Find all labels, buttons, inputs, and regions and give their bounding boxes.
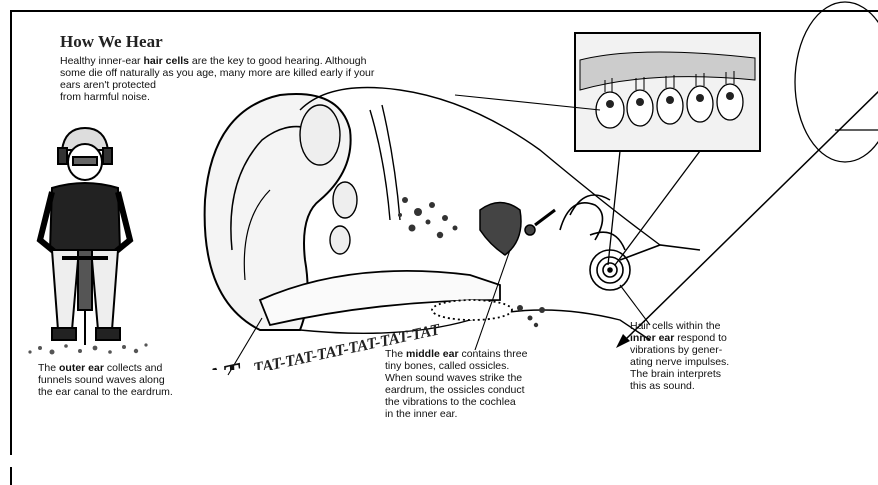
inner-ear-caption: Hair cells within the inner ear respond … [630, 320, 795, 392]
intro-caption: Healthy inner-ear hair cells are the key… [60, 55, 570, 103]
cochlea [560, 195, 700, 290]
outer-ear-text: the ear canal to the eardrum. [38, 386, 173, 398]
inner-ear-text: vibrations by gener- [630, 344, 722, 356]
intro-text: ears aren't protected [60, 79, 156, 91]
intro-text: are the key to good hearing. Although [189, 55, 366, 67]
intro-text: Healthy inner-ear [60, 55, 143, 67]
inner-ear-text: The brain interprets [630, 368, 721, 380]
inner-ear-bold: inner ear [630, 332, 674, 344]
intro-text: some die off naturally as you age, many … [60, 67, 374, 79]
hair-cell-inset [575, 33, 760, 265]
pointer-arrowhead [616, 334, 630, 348]
outer-ear-caption: The outer ear collects and funnels sound… [38, 362, 263, 398]
middle-ear-bold: middle ear [406, 348, 459, 360]
page-title: How We Hear [60, 32, 163, 52]
middle-ear-text: contains three [459, 348, 528, 360]
callout-ellipse [795, 2, 878, 162]
outer-ear-bold: outer ear [59, 362, 104, 374]
middle-ear-text: The [385, 348, 406, 360]
middle-ear-text: in the inner ear. [385, 408, 457, 420]
middle-ear-text: the vibrations to the cochlea [385, 396, 516, 408]
middle-ear-text: tiny bones, called ossicles. [385, 360, 509, 372]
outer-ear-text: The [38, 362, 59, 374]
outer-ear-text: collects and [104, 362, 162, 374]
middle-ear-caption: The middle ear contains three tiny bones… [385, 348, 607, 420]
inner-ear-text: respond to [674, 332, 727, 344]
middle-ear-text: When sound waves strike the [385, 372, 522, 384]
inner-ear-text: ating nerve impulses. [630, 356, 729, 368]
intro-text: from harmful noise. [60, 91, 150, 103]
inner-ear-text: Hair cells within the [630, 320, 720, 332]
inner-ear-text: this as sound. [630, 380, 695, 392]
intro-bold: hair cells [143, 55, 189, 67]
rubble [28, 343, 147, 354]
outer-ear-text: funnels sound waves along [38, 374, 165, 386]
middle-ear [480, 203, 555, 256]
jackhammer-worker [40, 128, 130, 345]
middle-ear-text: eardrum, the ossicles conduct [385, 384, 524, 396]
